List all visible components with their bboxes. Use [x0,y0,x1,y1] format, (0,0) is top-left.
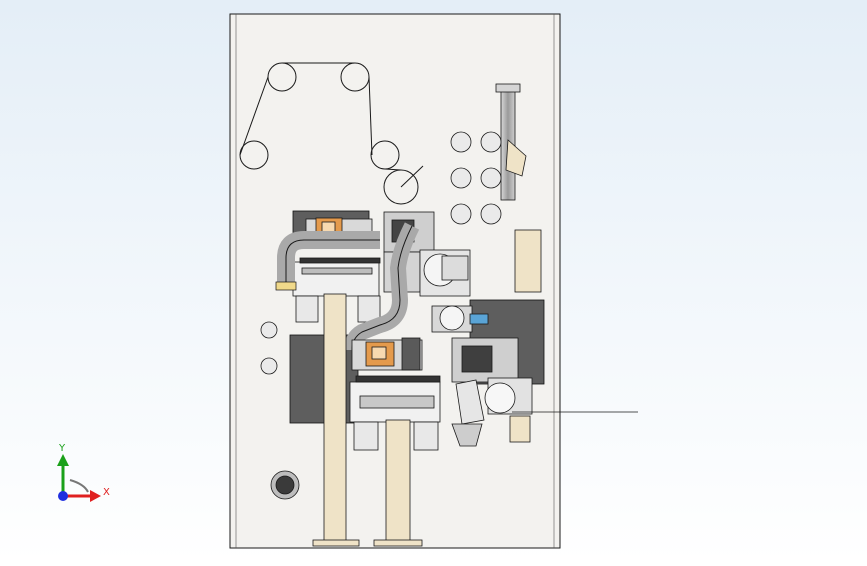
lower-right-bracket[interactable] [509,415,531,443]
small-manifold[interactable] [514,229,542,293]
x-axis-label: X [103,487,110,498]
lower-motor-window [371,346,387,360]
gauge[interactable] [450,131,472,153]
lower-bracket-left [353,421,379,451]
right-column[interactable] [385,419,411,545]
upper-frame[interactable] [292,261,380,297]
z-axis-dot [58,491,68,501]
gauge[interactable] [450,167,472,189]
upper-rail [301,267,373,275]
round-port-inner [275,475,295,495]
discharge-hopper[interactable] [451,423,483,447]
center-s-pipe-outline [351,225,413,351]
gauge-array[interactable] [260,131,502,375]
gear-cluster-core [461,345,493,373]
swing-arm[interactable] [455,379,485,425]
left-column[interactable] [323,293,347,545]
upper-bracket-left [295,295,319,323]
blue-coupling[interactable] [469,313,489,325]
center-mechanism[interactable] [270,249,638,500]
y-axis-label: Y [59,443,66,454]
center-motor[interactable] [441,255,469,281]
gauge[interactable] [480,167,502,189]
gauge[interactable] [480,203,502,225]
lower-unit[interactable] [349,337,441,451]
leader-line [400,165,424,188]
coordinate-triad [57,454,101,502]
gauge[interactable] [450,203,472,225]
feed-branch[interactable] [505,139,527,177]
support-columns[interactable] [312,293,423,547]
upper-strip [299,257,381,264]
feed-column[interactable] [495,83,542,293]
lower-bracket-right [413,421,439,451]
mid-pulley[interactable] [439,305,465,331]
rotation-arc [69,479,89,493]
upper-motor-window [321,221,336,233]
upper-unit[interactable] [292,211,435,323]
belt-rollers[interactable] [239,62,424,205]
y-arrowhead [57,454,69,466]
lower-motor-cap[interactable] [401,337,421,371]
belt-path [239,62,402,171]
upper-elbow-pipe-outline [285,239,380,284]
gauge[interactable] [480,131,502,153]
upper-pipe-flange [275,281,297,291]
lower-strip [355,375,441,383]
right-column-foot [373,539,423,547]
lower-rail [359,395,435,409]
gauge[interactable] [260,321,278,339]
right-pulley[interactable] [484,382,516,414]
feed-pipe-cap [495,83,521,93]
x-arrowhead [90,490,101,502]
gauge[interactable] [260,357,278,375]
left-column-foot [312,539,360,547]
